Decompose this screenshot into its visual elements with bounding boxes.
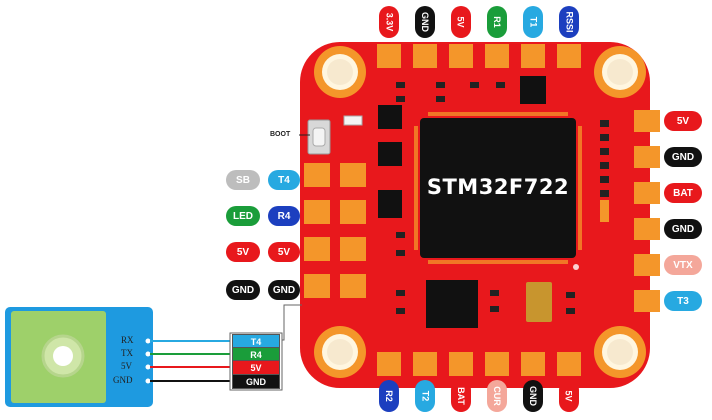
wire-label-1: R4 — [233, 348, 279, 361]
pad-label-right-2: BAT — [664, 183, 702, 203]
pad-label-right-5: T3 — [664, 291, 702, 311]
receiver-pin-dots — [145, 338, 151, 384]
pad-label-right-4: VTX — [664, 255, 702, 275]
pad-label-left-1-0: LED — [226, 206, 260, 226]
mcu-pins — [414, 112, 582, 264]
left-solder-pads — [304, 163, 366, 298]
bottom-solder-pads — [377, 352, 581, 376]
pad-label-right-3: GND — [664, 219, 702, 239]
pad-label-right-1: GND — [664, 147, 702, 167]
boot-label: BOOT — [270, 131, 291, 138]
pad-label-bottom-5: 5V — [559, 380, 579, 412]
pad-label-top-2: 5V — [451, 6, 471, 38]
receiver-pin-gnd: GND — [113, 375, 133, 385]
receiver-wires — [150, 340, 230, 382]
pad-label-top-0: 3.3V — [379, 6, 399, 38]
pad-label-left-2-0: 5V — [226, 242, 260, 262]
pad-label-right-0: 5V — [664, 111, 702, 131]
pad-label-bottom-0: R2 — [379, 380, 399, 412]
pad-label-left-0-0: SB — [226, 170, 260, 190]
pad-label-left-2-1: 5V — [268, 242, 300, 262]
mounting-hole-bottom-left — [314, 326, 366, 378]
pad-label-left-0-1: T4 — [268, 170, 300, 190]
pad-label-left-1-1: R4 — [268, 206, 300, 226]
top-solder-pads — [377, 44, 581, 68]
pad-label-top-1: GND — [415, 6, 435, 38]
wire-label-0: T4 — [233, 335, 279, 348]
mounting-hole-top-left — [314, 46, 366, 98]
receiver-pin-rx: RX — [121, 335, 134, 345]
boot-button — [307, 119, 331, 155]
right-solder-pads — [634, 110, 660, 312]
pad-label-top-5: RSSI — [559, 6, 579, 38]
wire-label-3: GND — [233, 375, 279, 388]
pad-label-bottom-1: T2 — [415, 380, 435, 412]
receiver-pin-5v: 5V — [121, 361, 132, 371]
mounting-hole-top-right — [594, 46, 646, 98]
wire-label-2: 5V — [233, 361, 279, 374]
pad-label-left-3-1: GND — [268, 280, 300, 300]
pad-label-left-3-0: GND — [226, 280, 260, 300]
mcu-chip — [420, 118, 576, 258]
pad-label-bottom-2: BAT — [451, 380, 471, 412]
pad-label-bottom-3: CUR — [487, 380, 507, 412]
mounting-hole-bottom-right — [594, 326, 646, 378]
pad-label-top-3: R1 — [487, 6, 507, 38]
receiver-pin-tx: TX — [121, 348, 133, 358]
small-components — [343, 76, 609, 328]
pad-label-bottom-4: GND — [523, 380, 543, 412]
mcu-label: STM32F722 — [426, 175, 570, 199]
pad-label-top-4: T1 — [523, 6, 543, 38]
